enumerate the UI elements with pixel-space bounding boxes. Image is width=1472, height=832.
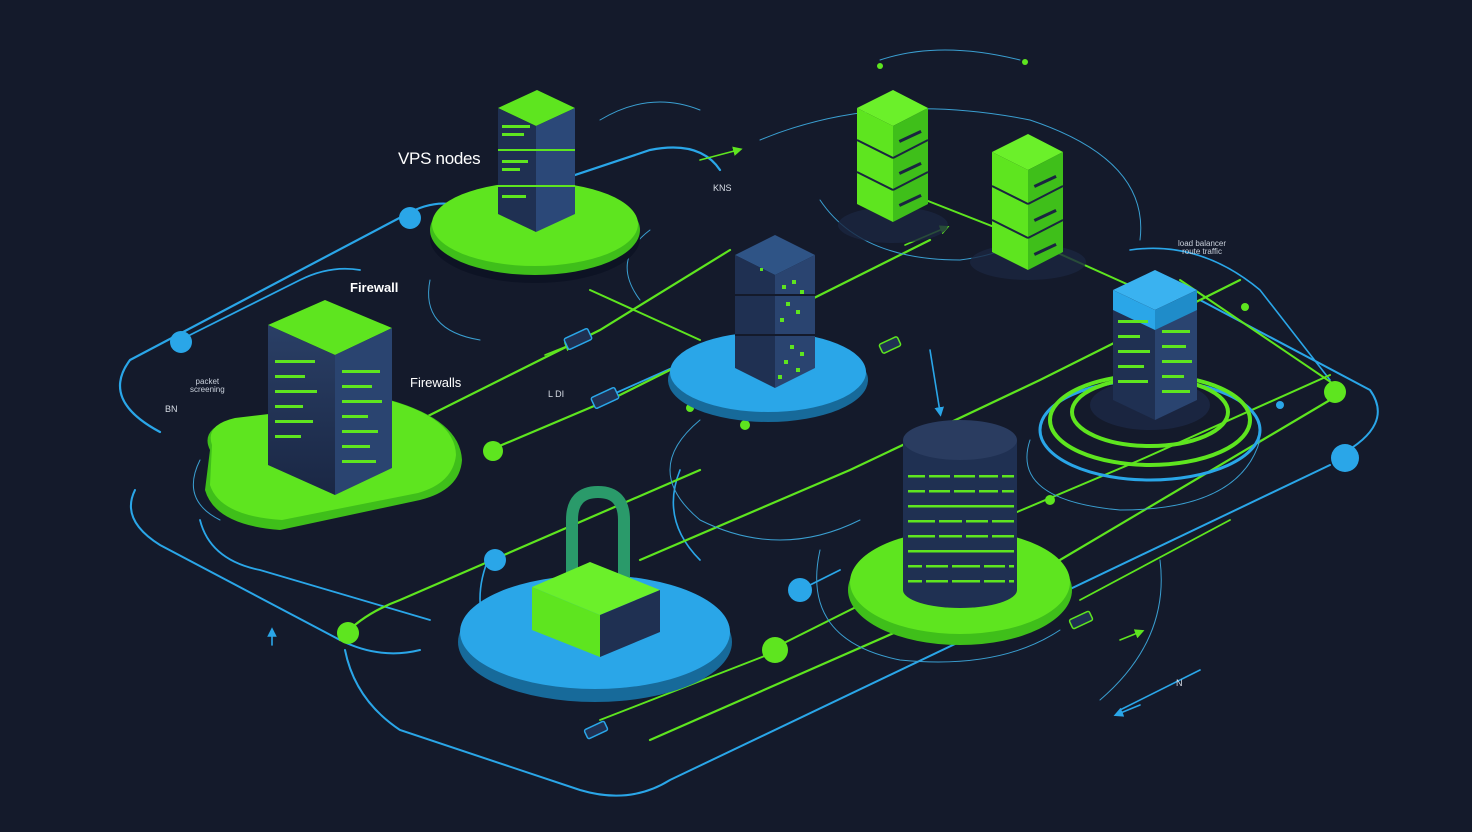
swirl-7: [599, 101, 701, 121]
node-dot: [877, 63, 883, 69]
node-dot: [399, 207, 421, 229]
node-dot: [170, 331, 192, 353]
vps-nodes-server: [430, 90, 640, 283]
firewall-label: Firewall: [350, 280, 399, 295]
swirl-6: [1026, 439, 1261, 511]
node-dot: [1241, 303, 1249, 311]
connector-block: [590, 386, 620, 410]
bn-label: BN: [165, 404, 178, 414]
node-dot: [762, 637, 788, 663]
arrow-6: [1119, 629, 1145, 641]
swirl-5: [816, 549, 1061, 663]
outer-blue-loop: [118, 146, 722, 434]
connector-block: [878, 336, 902, 354]
ld-label: L DI: [548, 389, 565, 399]
node-dot: [740, 420, 750, 430]
firewall-led-rows: [275, 360, 382, 463]
green-link-9: [1179, 279, 1336, 386]
node-dot: [1331, 444, 1359, 472]
outer-blue-loop-right: [1199, 299, 1379, 456]
load-balancer-tower: [1038, 270, 1262, 482]
swirl-1: [759, 108, 1142, 241]
green-link-11: [1079, 519, 1231, 601]
blue-link-4: [1119, 669, 1201, 711]
padlock: [458, 485, 732, 702]
padlock-shackle: [566, 485, 630, 591]
kns-label: KNS: [713, 183, 732, 193]
database-cylinder: [848, 420, 1072, 645]
connector-block: [1068, 610, 1094, 630]
firewall-rules-label: Firewalls: [410, 375, 462, 390]
central-server: [668, 235, 868, 422]
n-label: N: [1176, 678, 1183, 688]
swirl-8: [428, 279, 481, 341]
vps-nodes-label: VPS nodes: [398, 149, 481, 168]
load-balancer-note: load balancer route traffic: [1178, 239, 1227, 257]
node-dot: [1022, 59, 1028, 65]
arrow-3: [544, 342, 575, 356]
blue-link-6: [929, 349, 944, 417]
blue-link-1: [179, 267, 361, 341]
node-dot: [1324, 381, 1346, 403]
green-link-5: [648, 398, 1332, 742]
green-server-stack-1: [838, 90, 948, 243]
node-dot: [1045, 495, 1055, 505]
arrow-2: [699, 146, 743, 161]
green-link-7: [589, 289, 701, 341]
outer-blue-loop-bottom: [344, 464, 1331, 797]
arrow-4: [1113, 704, 1141, 717]
node-dot: [1276, 401, 1284, 409]
node-dot: [484, 549, 506, 571]
node-dot: [788, 578, 812, 602]
node-dot: [337, 622, 359, 644]
packet-screening-label: packet screening: [190, 377, 225, 395]
connection-nodes: [170, 59, 1359, 663]
swirl-11: [626, 229, 651, 301]
green-link-1: [378, 248, 732, 442]
connector-block: [583, 720, 609, 740]
green-server-stack-2: [970, 134, 1086, 280]
inner-blue-loop: [199, 519, 431, 621]
node-dot: [483, 441, 503, 461]
swirl-4: [669, 419, 861, 541]
firewall-tower: [205, 300, 462, 530]
swirl-3: [879, 49, 1021, 61]
db-led-rows: [908, 475, 1014, 583]
swirl-9: [192, 459, 221, 521]
blue-link-8: [672, 469, 701, 561]
blue-link-5: [1129, 247, 1331, 381]
swirl-10: [1099, 559, 1162, 701]
connector-block: [563, 327, 593, 351]
